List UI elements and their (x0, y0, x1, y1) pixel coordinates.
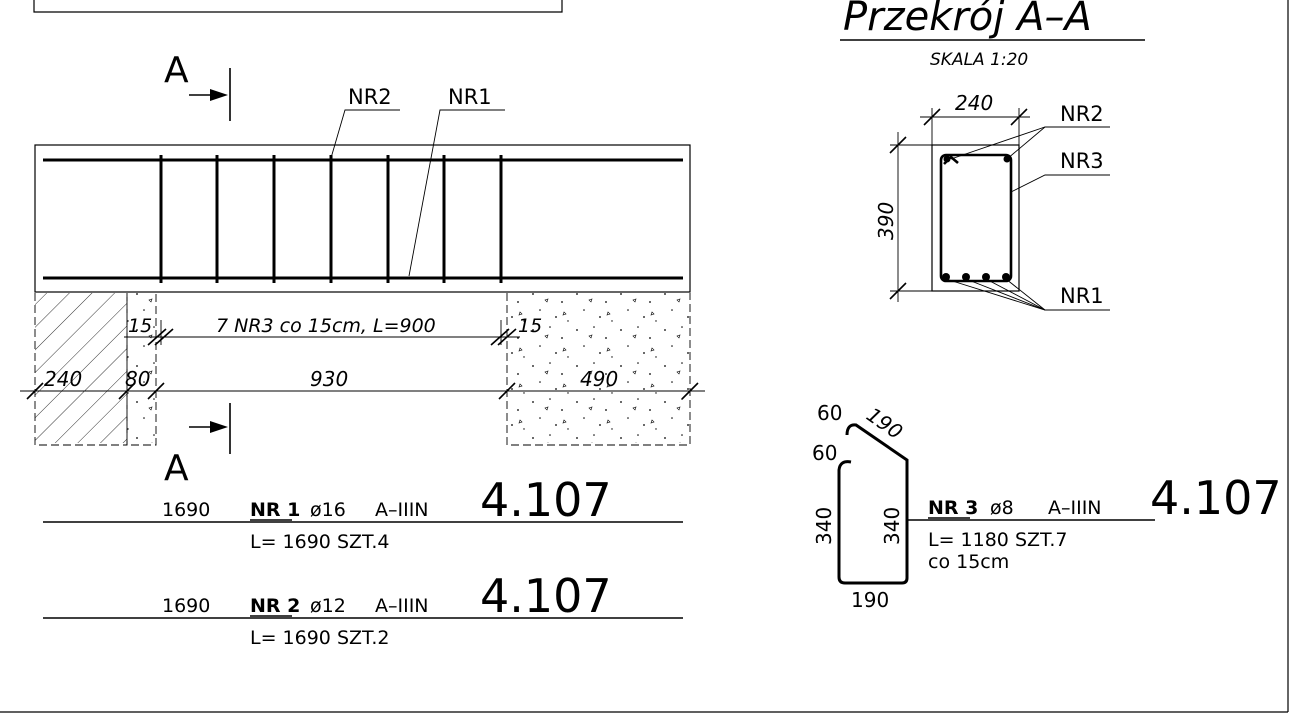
section-letter-top: A (164, 50, 189, 91)
dimension-stirrups: 15 7 NR3 co 15cm, L=900 15 (124, 315, 542, 346)
nr2-leader (330, 109, 400, 159)
cross-section: NR2 NR3 NR1 240 390 (874, 91, 1110, 311)
nr1-label: NR1 (448, 85, 492, 109)
stirrup-hook1-dim: 60 (817, 401, 842, 425)
dim-support-left: 240 (44, 367, 82, 391)
section-nr2-label: NR2 (1060, 102, 1104, 126)
dim-support-right: 490 (580, 367, 618, 391)
bar1-steel: A–IIIN (375, 499, 429, 521)
bar3-dia: ø8 (990, 497, 1014, 519)
bar-schedule-nr2: 1690 NR 2 ø12 A–IIIN 4.107 L= 1690 SZT.2 (43, 569, 683, 649)
stirrups (159, 155, 503, 283)
bar-schedule-nr1: 1690 NR 1 ø16 A–IIIN 4.107 L= 1690 SZT.4 (43, 473, 683, 553)
bar-schedule-nr3: NR 3 ø8 A–IIIN 4.107 L= 1180 SZT.7 co 15… (907, 471, 1282, 573)
bar1-length: 1690 (162, 499, 210, 521)
section-title-block: Przekrój A–A SKALA 1:20 (840, 0, 1145, 70)
dim-stirrups: 7 NR3 co 15cm, L=900 (216, 315, 436, 337)
left-support (34, 293, 157, 446)
section-mark-bottom: A (164, 403, 231, 489)
stirrup-shape: 60 190 60 340 340 190 (812, 401, 909, 612)
stirrup-hook2-dim: 60 (812, 441, 837, 465)
stirrup-right-dim: 340 (880, 507, 904, 545)
dimension-span: 240 80 930 490 (20, 367, 705, 400)
beam-elevation: NR2 NR1 (34, 85, 691, 293)
dim-right-offset: 15 (518, 315, 542, 337)
bar2-length: 1690 (162, 595, 210, 617)
bar2-steel: A–IIIN (375, 595, 429, 617)
dim-clear-span: 930 (310, 367, 348, 391)
bar1-label: NR 1 (250, 499, 300, 521)
bar2-label: NR 2 (250, 595, 300, 617)
stirrup-diag-dim: 190 (862, 402, 907, 444)
nr1-leader (408, 109, 505, 277)
right-support (506, 293, 691, 446)
bar3-sublabel1: L= 1180 SZT.7 (928, 529, 1068, 551)
bar1-code: 4.107 (480, 473, 612, 527)
section-scale: SKALA 1:20 (930, 50, 1028, 70)
stirrup-bottom-dim: 190 (851, 588, 889, 612)
bar2-code: 4.107 (480, 569, 612, 623)
section-width-dim: 240 (955, 91, 993, 115)
dim-left-offset: 15 (128, 315, 152, 337)
bar3-label: NR 3 (928, 497, 978, 519)
bar2-sublabel: L= 1690 SZT.2 (250, 627, 390, 649)
section-nr3-label: NR3 (1060, 149, 1104, 173)
bar3-sublabel2: co 15cm (928, 551, 1009, 573)
bar1-sublabel: L= 1690 SZT.4 (250, 531, 390, 553)
bar3-steel: A–IIIN (1048, 497, 1102, 519)
section-mark-top: A (164, 50, 231, 121)
section-height-dim: 390 (874, 202, 898, 240)
section-letter-bottom: A (164, 448, 189, 489)
section-nr1-label: NR1 (1060, 284, 1104, 308)
bar1-dia: ø16 (310, 499, 346, 521)
bar2-dia: ø12 (310, 595, 346, 617)
bar3-code: 4.107 (1150, 471, 1282, 525)
stirrup-left-dim: 340 (812, 507, 836, 545)
nr2-label: NR2 (348, 85, 392, 109)
section-title: Przekrój A–A (843, 0, 1092, 40)
dim-gap-left: 80 (125, 367, 150, 391)
